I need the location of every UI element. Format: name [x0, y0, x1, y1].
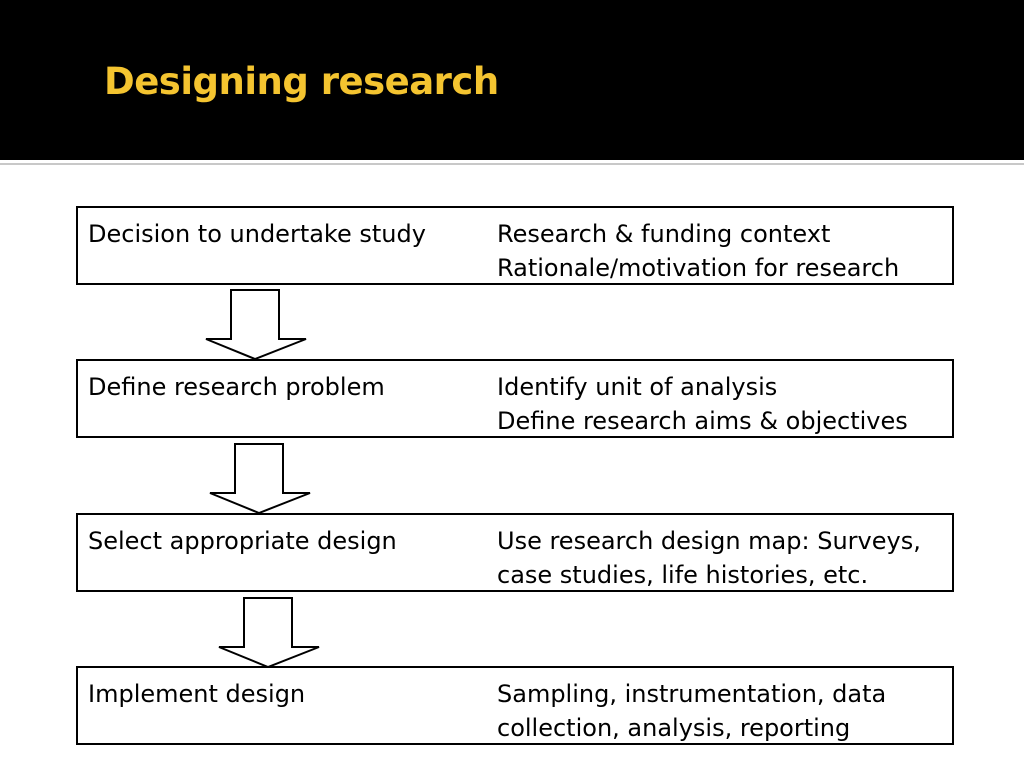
- step-label: Select appropriate design: [88, 527, 397, 555]
- step-detail: Identify unit of analysis Define researc…: [497, 370, 952, 438]
- step-box-implement: Implement design Sampling, instrumentati…: [76, 666, 954, 745]
- step-box-decision: Decision to undertake study Research & f…: [76, 206, 954, 285]
- step-box-select-design: Select appropriate design Use research d…: [76, 513, 954, 592]
- step-detail-line: Define research aims & objectives: [497, 407, 908, 435]
- step-detail-line: case studies, life histories, etc.: [497, 561, 869, 589]
- step-box-define-problem: Define research problem Identify unit of…: [76, 359, 954, 438]
- title-divider: [0, 163, 1024, 165]
- step-detail-line: Identify unit of analysis: [497, 373, 778, 401]
- down-arrow-icon: [209, 443, 311, 515]
- down-arrow-icon: [218, 597, 320, 669]
- step-detail-line: Research & funding context: [497, 220, 831, 248]
- step-detail-line: Rationale/motivation for research: [497, 254, 900, 282]
- step-detail-line: Use research design map: Surveys,: [497, 527, 921, 555]
- step-label: Implement design: [88, 680, 306, 708]
- step-detail: Sampling, instrumentation, data collecti…: [497, 677, 952, 745]
- step-label: Define research problem: [88, 373, 385, 401]
- down-arrow-icon: [205, 289, 307, 361]
- step-detail-line: Sampling, instrumentation, data: [497, 680, 887, 708]
- title-bar: Designing research: [0, 0, 1024, 160]
- step-detail: Use research design map: Surveys, case s…: [497, 524, 952, 592]
- step-detail: Research & funding context Rationale/mot…: [497, 217, 952, 285]
- step-detail-line: collection, analysis, reporting: [497, 714, 851, 742]
- slide-title: Designing research: [104, 60, 499, 103]
- step-label: Decision to undertake study: [88, 220, 426, 248]
